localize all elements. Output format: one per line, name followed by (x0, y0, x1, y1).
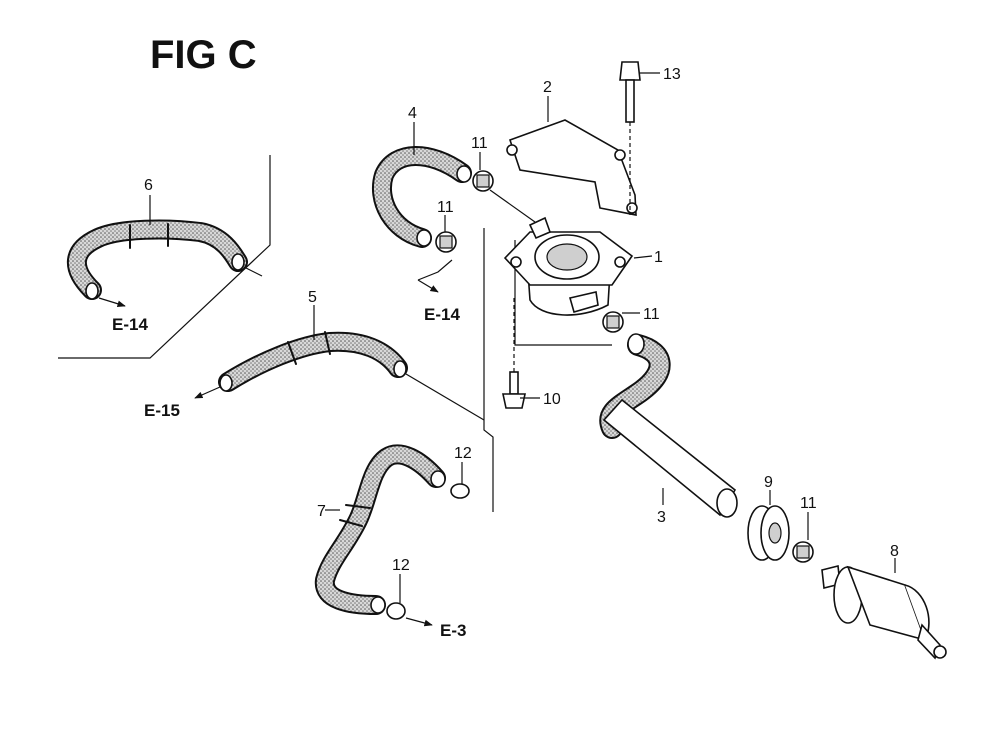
callout-12-lower: 12 (392, 557, 410, 574)
ref-e15: E-15 (144, 401, 180, 420)
callout-13: 13 (663, 66, 681, 83)
callout-7: 7 (317, 503, 326, 520)
hose-clamp-12-upper (450, 483, 470, 499)
callout-5: 5 (308, 289, 317, 306)
callout-11-right: 11 (643, 306, 660, 323)
hose-clip-11-upper (472, 170, 494, 192)
bolt-13 (619, 61, 641, 123)
figure-title: FIG C (150, 33, 257, 77)
hose-clamp-12-lower (386, 602, 406, 620)
callout-8: 8 (890, 543, 899, 560)
fuel-hose-3 (599, 333, 738, 518)
fuel-hose-5 (218, 331, 408, 392)
callout-12-upper: 12 (454, 445, 472, 462)
pump-bracket-2 (506, 119, 638, 216)
group-outline-right (514, 240, 612, 346)
callout-11-filter: 11 (800, 495, 817, 512)
callout-10: 10 (543, 391, 561, 408)
ref-e14-middle: E-14 (424, 305, 460, 324)
ref-e3: E-3 (440, 621, 466, 640)
fuel-hose-6 (66, 219, 248, 300)
callout-2: 2 (543, 79, 552, 96)
callout-4: 4 (408, 105, 417, 122)
callout-6: 6 (144, 177, 153, 194)
hose-clip-11-filter (792, 541, 814, 563)
bolt-10 (502, 371, 526, 409)
group-outline-middle (483, 228, 494, 512)
callout-11-left: 11 (437, 199, 454, 216)
callout-3: 3 (657, 509, 666, 526)
callout-1: 1 (654, 249, 663, 266)
fuel-filter-8 (821, 565, 947, 660)
fuel-pump-1 (503, 216, 634, 316)
hose-clip-11-right (602, 311, 624, 333)
fuel-hose-4 (372, 146, 472, 248)
ref-e14-left: E-14 (112, 315, 148, 334)
callout-9: 9 (764, 474, 773, 491)
grommet-9 (747, 505, 790, 561)
group-outline-left (58, 155, 271, 359)
hose-clip-11-left (435, 231, 457, 253)
fuel-hose-7 (314, 444, 446, 615)
callout-11-upper: 11 (471, 135, 488, 152)
